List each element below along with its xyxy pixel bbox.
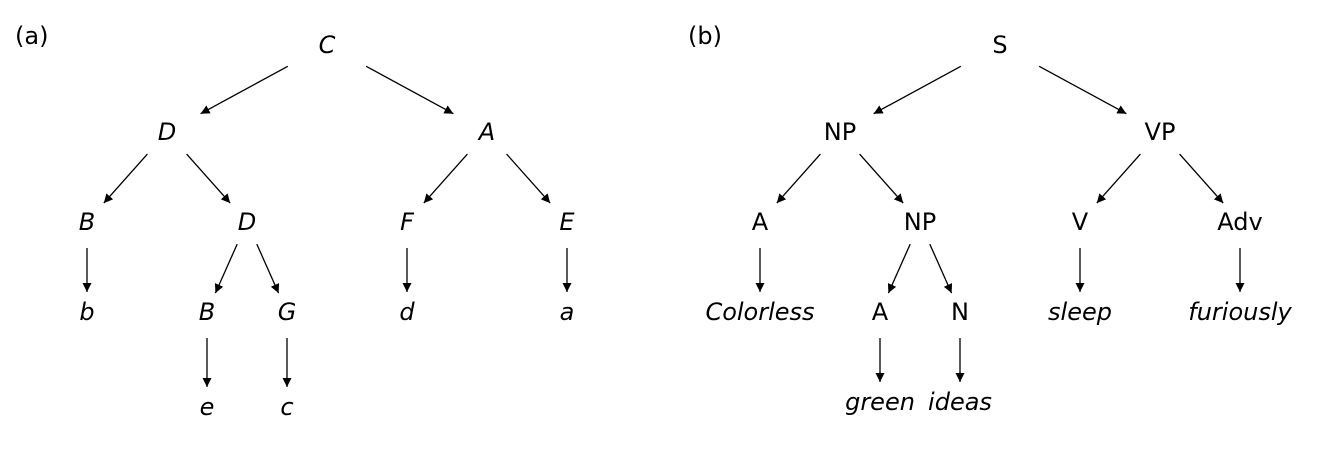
panel-b-label: (b) <box>688 22 722 50</box>
panel-a-node-e: E <box>559 208 575 236</box>
panel-a-edge-d1-to-d2 <box>186 153 231 204</box>
panel-a-label: (a) <box>15 22 48 50</box>
panel-a-node-b: b <box>79 298 94 326</box>
panel-b-edges <box>755 65 1245 382</box>
panel-b-edge-vp-to-adv <box>1179 153 1224 204</box>
panel-b-edge-vp-to-v <box>1096 153 1141 204</box>
panel-b-edge-np2-to-a2 <box>887 243 911 294</box>
panel-a-node-c: C <box>319 31 336 59</box>
panel-b-node-vp: VP <box>1145 118 1176 146</box>
panel-b-node-w3: ideas <box>928 388 992 416</box>
panel-b-node-w5: furiously <box>1188 298 1292 326</box>
panel-a-node-c: c <box>280 393 293 421</box>
panel-a-edge-d1-to-b1 <box>103 153 148 204</box>
panel-b-node-w4: sleep <box>1048 298 1112 326</box>
panel-a-node-d: d <box>399 298 415 326</box>
panel-b-node-a1: A <box>752 208 769 236</box>
panel-a-node-a1: A <box>477 118 495 146</box>
panel-b-node-np1: NP <box>824 118 856 146</box>
panel-b-edge-s-to-np1 <box>873 65 962 115</box>
panel-a-node-b2: B <box>199 298 215 326</box>
panel-a-node-b1: B <box>79 208 95 236</box>
panel-b-node-v: V <box>1072 208 1089 236</box>
panel-b-edge-s-to-vp <box>1038 65 1127 115</box>
panel-a-edge-d2-to-g <box>256 243 280 294</box>
panel-a-node-f: F <box>400 208 415 236</box>
panel-a-edge-c-to-d1 <box>200 65 289 115</box>
panel-b-node-w1: Colorless <box>705 298 814 326</box>
panel-a-edge-d2-to-b2 <box>214 243 238 294</box>
panel-a-node-e: e <box>200 393 215 421</box>
panel-b-node-a2: A <box>872 298 889 326</box>
panel-a-edge-a1-to-e <box>506 153 551 204</box>
panel-b-node-n: N <box>951 298 969 326</box>
panel-a-node-d1: D <box>158 118 176 146</box>
panel-a-node-g: G <box>278 298 297 326</box>
panel-a-node-a: a <box>560 298 575 326</box>
panel-b-node-s: S <box>992 31 1007 59</box>
panel-b-node-w2: green <box>845 388 915 416</box>
panel-b-edge-np1-to-np2 <box>859 153 904 204</box>
panel-a-edge-c-to-a1 <box>365 65 454 115</box>
panel-a-node-d2: D <box>238 208 256 236</box>
panel-a-edge-a1-to-f <box>423 153 468 204</box>
panel-b-node-adv: Adv <box>1217 208 1262 236</box>
panel-b-node-np2: NP <box>904 208 936 236</box>
panel-b-edge-np1-to-a1 <box>776 153 821 204</box>
panel-b-edge-np2-to-n <box>929 243 953 294</box>
panel-a-edges <box>82 65 572 387</box>
